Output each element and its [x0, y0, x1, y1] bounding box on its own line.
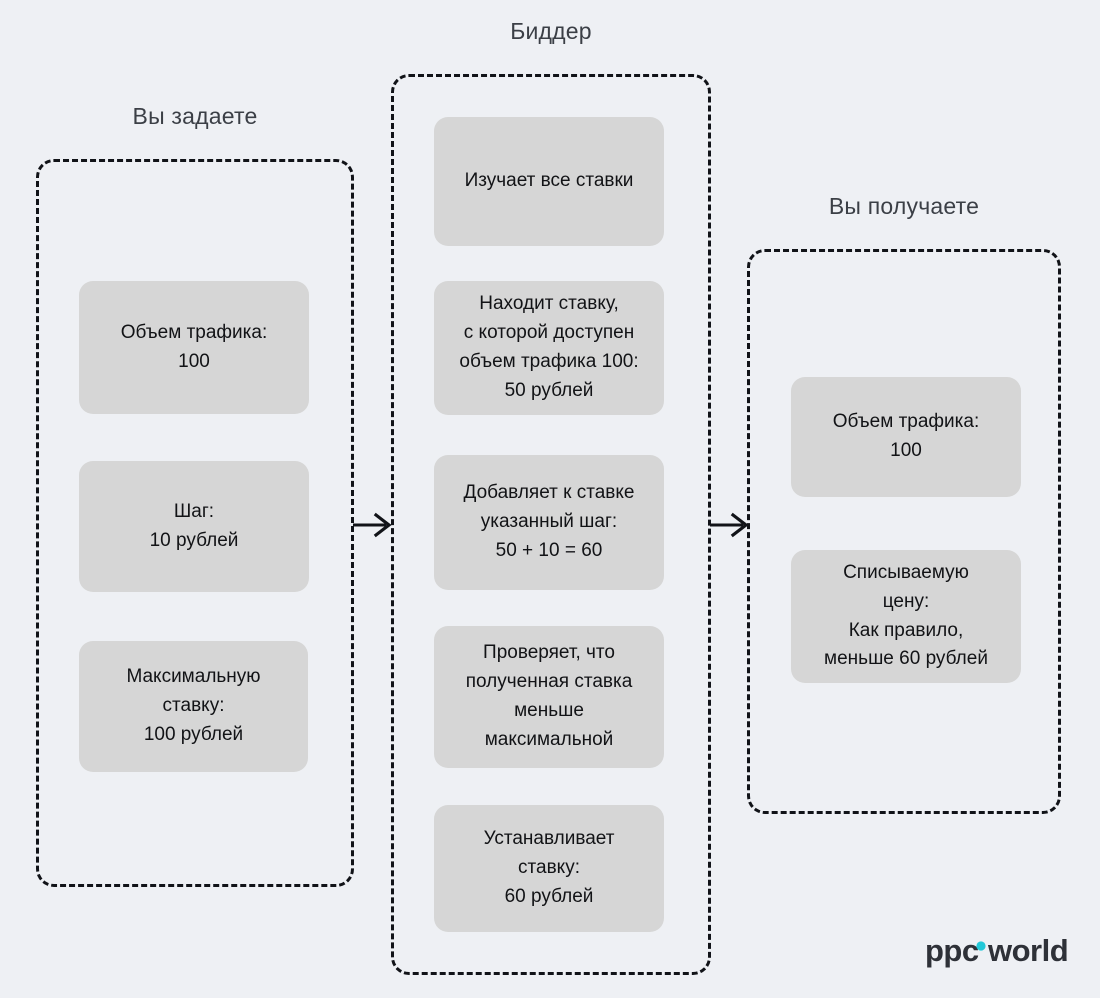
card-line: Шаг:	[173, 500, 215, 522]
column-title-middle: Биддер	[510, 18, 592, 44]
card-line: 50 + 10 = 60	[495, 539, 603, 561]
card-line: 50 рублей	[504, 379, 594, 401]
card-line: указанный шаг:	[480, 511, 618, 533]
card-line: Добавляет к ставке	[463, 482, 635, 504]
card-traffic-volume-input: Объем трафика: 100	[79, 281, 309, 414]
card-line: Устанавливает	[483, 828, 615, 850]
card-line: Объем трафика:	[120, 321, 268, 343]
card-charged-price-output: Списываемую цену: Как правило, меньше 60…	[791, 550, 1021, 683]
group-container-right	[747, 249, 1061, 814]
card-line: полученная ставка	[465, 671, 633, 693]
card-line: Списываемую	[843, 561, 969, 583]
card-line: 10 рублей	[149, 529, 239, 551]
svg-text:world: world	[987, 933, 1068, 968]
card-line: цену:	[882, 590, 930, 612]
card-line: 100	[890, 440, 922, 461]
card-line: 60 рублей	[504, 885, 594, 907]
card-line: ставку:	[162, 695, 225, 717]
card-line: Как правило,	[848, 619, 964, 641]
card-line: меньше 60 рублей	[824, 648, 988, 670]
logo-dot-icon	[976, 941, 986, 951]
card-checks-max: Проверяет, что полученная ставка меньше …	[434, 626, 664, 768]
card-sets-bid: Устанавливает ставку: 60 рублей	[434, 805, 664, 932]
column-title-right: Вы получаете	[828, 193, 980, 219]
svg-text:ppc: ppc	[925, 933, 979, 968]
card-line: объем трафика 100:	[459, 351, 639, 372]
group-container-left	[36, 159, 354, 887]
card-line: Находит ставку,	[479, 293, 619, 315]
card-line: Объем трафика:	[832, 411, 980, 433]
card-line: меньше	[514, 700, 584, 721]
card-line: 100	[178, 350, 210, 372]
card-line: 100 рублей	[143, 723, 244, 745]
card-line: максимальной	[484, 728, 614, 750]
card-finds-bid: Находит ставку, с которой доступен объем…	[434, 281, 664, 415]
card-adds-step: Добавляет к ставке указанный шаг: 50 + 1…	[434, 455, 664, 590]
card-line: Изучает все ставки	[464, 170, 634, 192]
card-max-bid-input: Максимальную ставку: 100 рублей	[79, 641, 308, 772]
card-step-input: Шаг: 10 рублей	[79, 461, 309, 592]
card-studies-all-bids: Изучает все ставки	[434, 117, 664, 246]
column-title-left: Вы задаете	[132, 103, 258, 129]
card-line: Проверяет, что	[483, 642, 615, 664]
ppc-world-logo: ppc world	[925, 932, 1075, 970]
card-line: Максимальную	[126, 666, 261, 688]
card-line: с которой доступен	[463, 322, 635, 344]
arrow-right-icon	[352, 512, 394, 538]
group-container-middle	[391, 74, 711, 975]
arrow-right-icon	[709, 512, 751, 538]
card-traffic-volume-output: Объем трафика: 100	[791, 377, 1021, 497]
card-line: ставку:	[518, 857, 580, 879]
